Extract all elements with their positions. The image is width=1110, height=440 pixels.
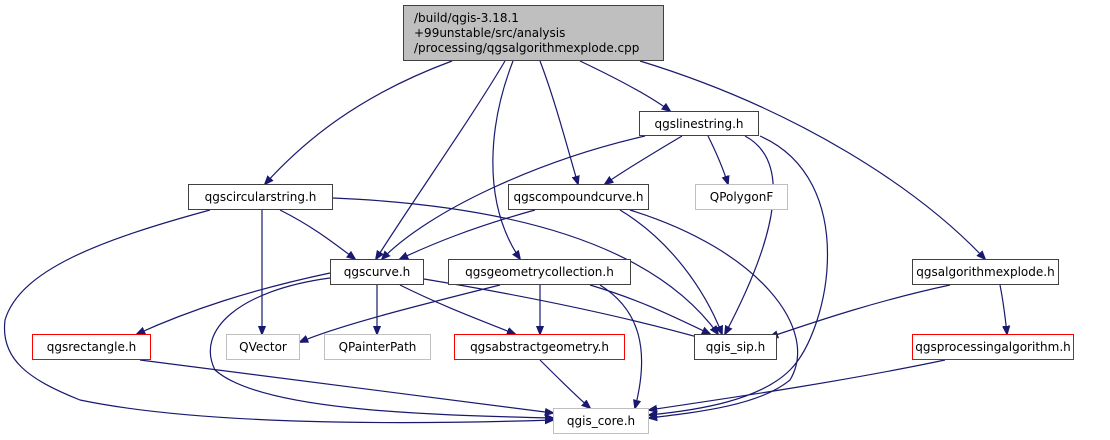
edge-linestring-to-qpolygonf xyxy=(707,135,728,184)
node-qvector[interactable]: QVector xyxy=(226,334,300,360)
edge-curve-to-core xyxy=(209,277,553,418)
node-qgscircularstring[interactable]: qgscircularstring.h xyxy=(188,184,333,210)
node-qgsgeometrycollection[interactable]: qgsgeometrycollection.h xyxy=(448,259,631,285)
edge-circularstring-to-sip xyxy=(332,197,718,334)
edge-root-to-linestring xyxy=(579,60,670,111)
edge-root-to-algorithmexplode xyxy=(639,60,985,259)
node-qgsalgorithmexplode[interactable]: qgsalgorithmexplode.h xyxy=(912,259,1059,285)
edge-linestring-to-curve xyxy=(382,135,646,259)
node-qgsrectangle[interactable]: qgsrectangle.h xyxy=(32,334,151,360)
root-path-line-2: +99unstable/src/analysis xyxy=(414,25,566,40)
root-path-line-3: /processing/qgsalgorithmexplode.cpp xyxy=(414,40,640,55)
edge-geometrycollection-to-sip xyxy=(589,284,710,334)
root-file-node[interactable]: /build/qgis-3.18.1 +99unstable/src/analy… xyxy=(403,5,664,61)
edge-root-to-curve xyxy=(376,60,506,259)
edge-algorithmexplode-to-processingalgorithm xyxy=(999,284,1007,334)
edge-rectangle-to-core xyxy=(139,359,553,413)
node-qgscompoundcurve[interactable]: qgscompoundcurve.h xyxy=(508,184,649,210)
edge-root-to-compoundcurve xyxy=(539,60,578,184)
node-qgsprocessingalgorithm[interactable]: qgsprocessingalgorithm.h xyxy=(912,334,1074,360)
node-qgslinestring[interactable]: qgslinestring.h xyxy=(639,111,759,136)
edge-linestring-to-sip xyxy=(725,135,774,334)
edge-abstractgeometry-to-core xyxy=(539,359,590,408)
edge-circularstring-to-curve xyxy=(279,209,355,259)
edge-compoundcurve-to-core xyxy=(629,209,799,418)
edge-linestring-to-compoundcurve xyxy=(605,135,683,184)
edge-curve-to-abstractgeometry xyxy=(399,284,515,334)
edge-curve-to-sip xyxy=(423,278,708,340)
node-qpainterpath[interactable]: QPainterPath xyxy=(324,334,431,360)
node-qpolygonf[interactable]: QPolygonF xyxy=(695,184,788,210)
edge-geometrycollection-to-core xyxy=(599,284,643,408)
edge-curve-to-rectangle xyxy=(137,272,331,334)
edge-linestring-to-core xyxy=(649,135,829,415)
edge-compoundcurve-to-curve xyxy=(400,209,536,259)
edge-root-to-circularstring xyxy=(265,60,453,184)
edge-algorithmexplode-to-sip xyxy=(770,284,951,337)
edge-geometrycollection-to-qvector xyxy=(300,284,501,342)
node-qgis-core[interactable]: qgis_core.h xyxy=(553,408,649,434)
root-path-line-1: /build/qgis-3.18.1 xyxy=(414,10,519,25)
node-qgscurve[interactable]: qgscurve.h xyxy=(330,259,424,285)
edge-compoundcurve-to-sip xyxy=(619,209,722,334)
edge-circularstring-to-core xyxy=(3,209,553,423)
edge-root-to-geometrycollection xyxy=(492,60,520,259)
node-qgsabstractgeometry[interactable]: qgsabstractgeometry.h xyxy=(454,334,625,360)
node-qgis-sip[interactable]: qgis_sip.h xyxy=(694,334,777,360)
edge-processingalgorithm-to-core xyxy=(649,359,946,410)
